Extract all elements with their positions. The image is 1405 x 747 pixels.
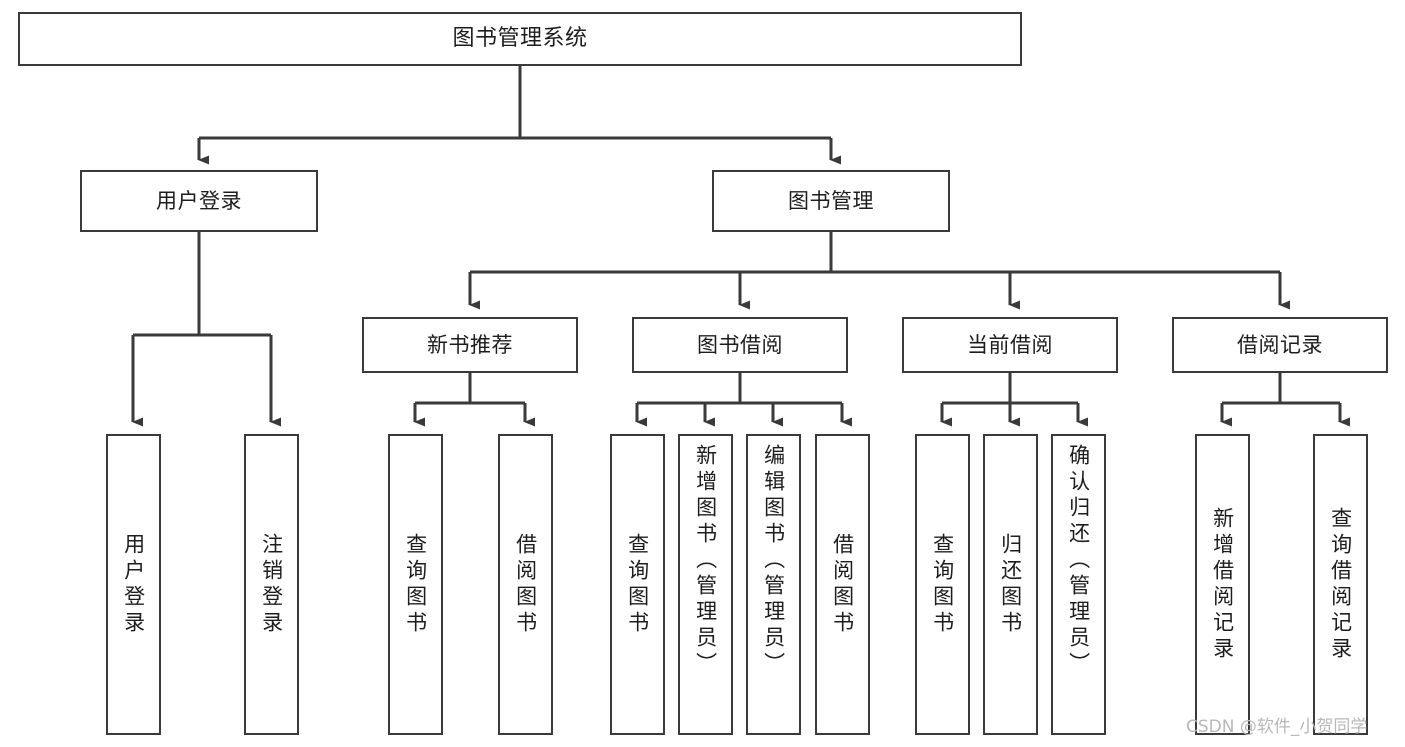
node-book-manage[interactable]: 图书管理	[712, 170, 950, 232]
node-borrow-record-label: 借阅记录	[1237, 332, 1323, 357]
leaf-borrow-record-2-label: 查询借阅记录	[1328, 506, 1353, 663]
node-root-label: 图书管理系统	[452, 26, 588, 52]
leaf-borrow-record-1-label: 新增借阅记录	[1210, 506, 1235, 663]
leaf-user-login-1[interactable]: 用户登录	[106, 434, 161, 735]
leaf-current-borrow-1[interactable]: 查询图书	[915, 434, 970, 735]
leaf-book-borrow-4[interactable]: 借阅图书	[815, 434, 870, 735]
node-new-book-rec[interactable]: 新书推荐	[362, 317, 578, 373]
node-book-manage-label: 图书管理	[788, 188, 874, 213]
leaf-new-book-rec-2-label: 借阅图书	[513, 532, 538, 637]
node-current-borrow[interactable]: 当前借阅	[902, 317, 1118, 373]
leaf-borrow-record-1[interactable]: 新增借阅记录	[1195, 434, 1250, 735]
leaf-book-borrow-1[interactable]: 查询图书	[610, 434, 665, 735]
leaf-current-borrow-3-label: 确认归还（管理员）	[1066, 444, 1091, 678]
leaf-book-borrow-2-label: 新增图书（管理员）	[693, 444, 718, 678]
leaf-book-borrow-3-label: 编辑图书（管理员）	[761, 444, 786, 678]
leaf-current-borrow-2-label: 归还图书	[998, 532, 1023, 637]
leaf-new-book-rec-2[interactable]: 借阅图书	[498, 434, 553, 735]
node-book-borrow[interactable]: 图书借阅	[632, 317, 848, 373]
leaf-book-borrow-3[interactable]: 编辑图书（管理员）	[746, 434, 801, 735]
leaf-user-login-2-label: 注销登录	[259, 532, 284, 637]
node-borrow-record[interactable]: 借阅记录	[1172, 317, 1388, 373]
leaf-book-borrow-4-label: 借阅图书	[830, 532, 855, 637]
node-current-borrow-label: 当前借阅	[967, 332, 1053, 357]
node-root[interactable]: 图书管理系统	[18, 12, 1022, 66]
leaf-user-login-2[interactable]: 注销登录	[244, 434, 299, 735]
node-new-book-rec-label: 新书推荐	[427, 332, 513, 357]
leaf-current-borrow-2[interactable]: 归还图书	[983, 434, 1038, 735]
leaf-current-borrow-3[interactable]: 确认归还（管理员）	[1051, 434, 1106, 735]
leaf-new-book-rec-1-label: 查询图书	[403, 532, 428, 637]
node-user-login[interactable]: 用户登录	[80, 170, 318, 232]
leaf-book-borrow-1-label: 查询图书	[625, 532, 650, 637]
leaf-current-borrow-1-label: 查询图书	[930, 532, 955, 637]
watermark-text: CSDN @软件_小贺同学	[1186, 717, 1368, 737]
leaf-book-borrow-2[interactable]: 新增图书（管理员）	[678, 434, 733, 735]
leaf-user-login-1-label: 用户登录	[121, 532, 146, 637]
node-book-borrow-label: 图书借阅	[697, 332, 783, 357]
leaf-borrow-record-2[interactable]: 查询借阅记录	[1313, 434, 1368, 735]
leaf-new-book-rec-1[interactable]: 查询图书	[388, 434, 443, 735]
node-user-login-label: 用户登录	[156, 188, 242, 213]
